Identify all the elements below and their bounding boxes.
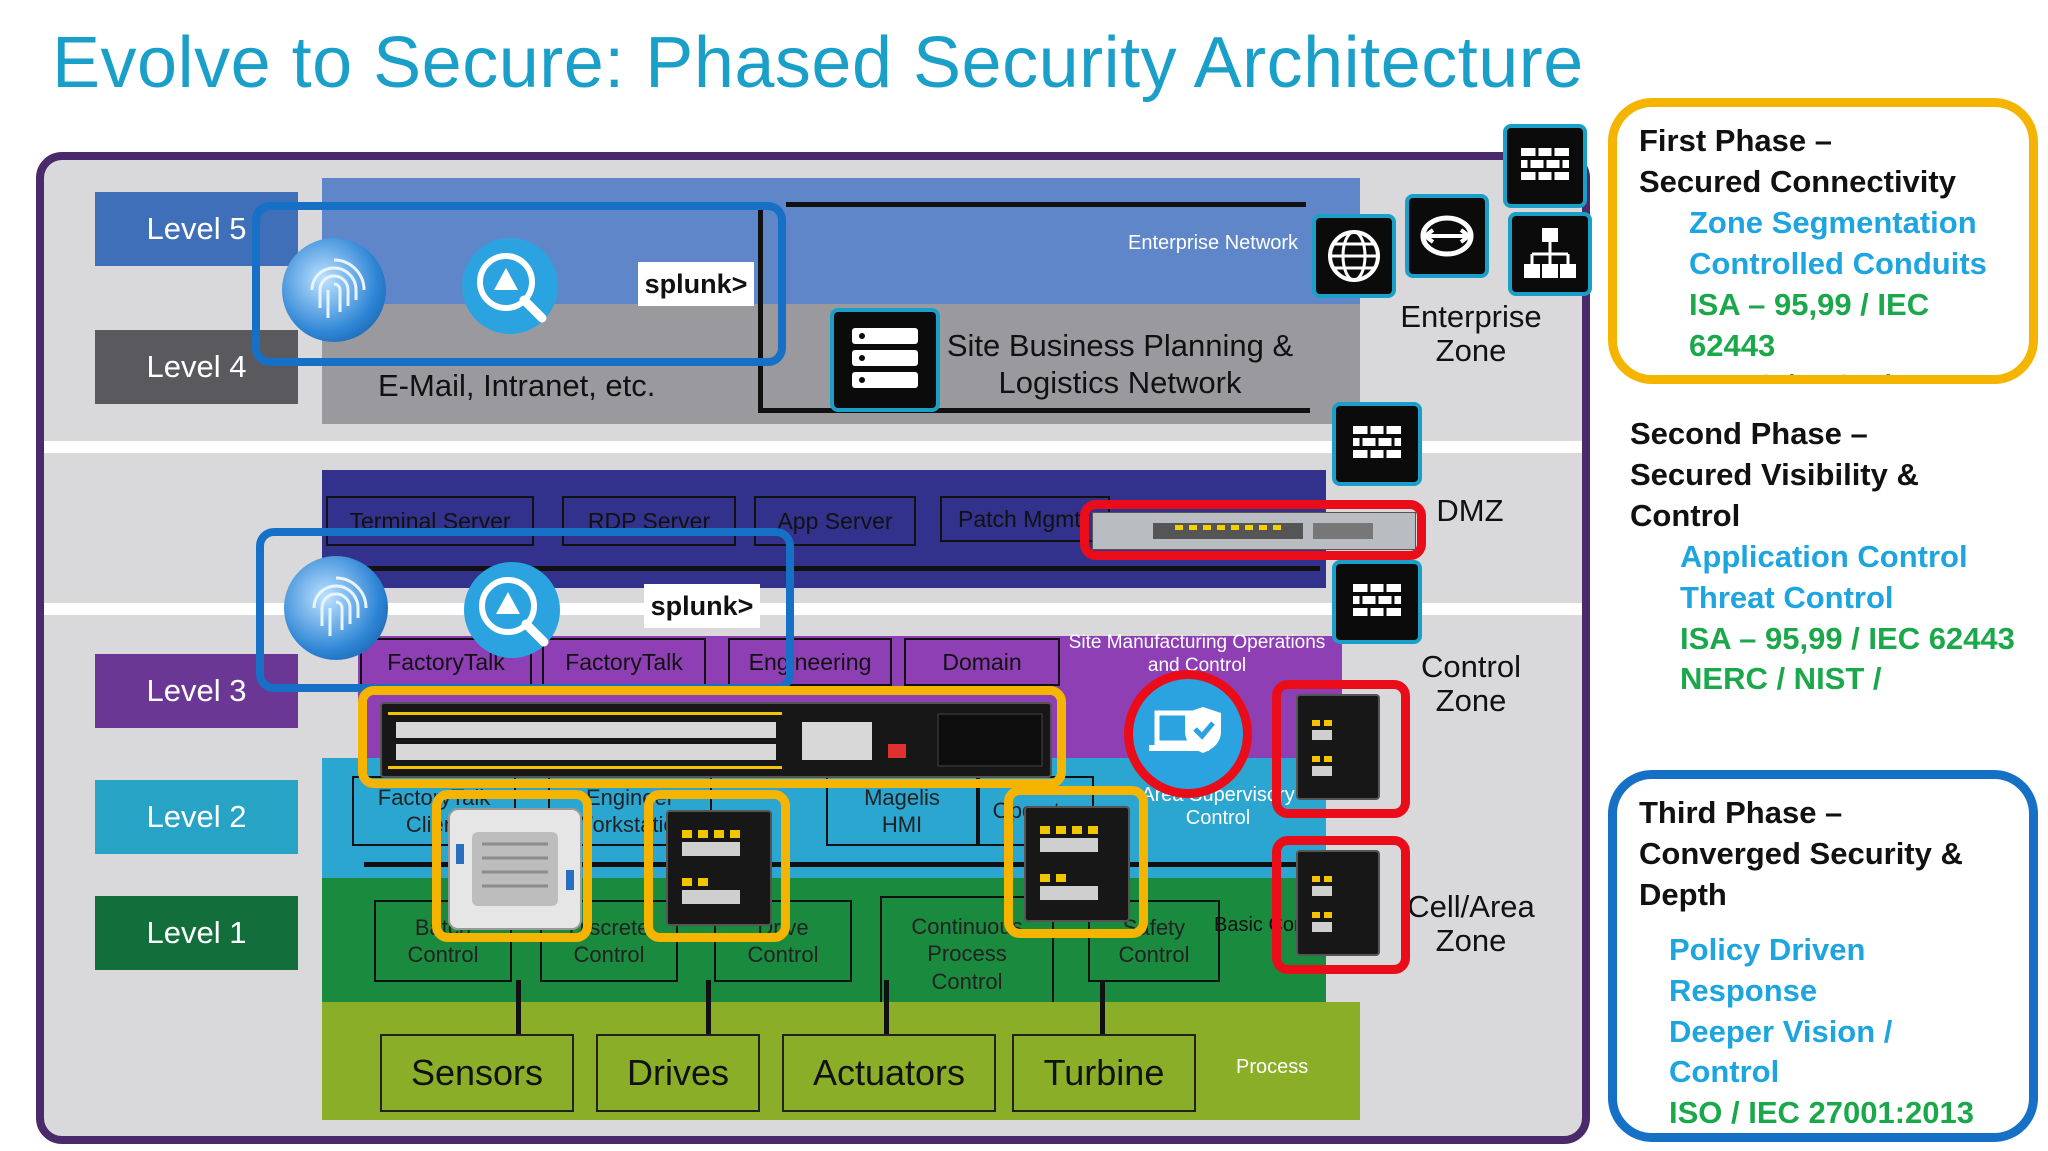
enterprise-bus-line (786, 202, 1306, 207)
device-sensors: Sensors (380, 1034, 574, 1112)
phase3-panel: Third Phase – Converged Security & Depth… (1608, 770, 2038, 1142)
firewall-icon-dmz (1332, 402, 1422, 486)
level2-bus-line (364, 862, 1314, 867)
level3-engineering: Engineering (728, 638, 892, 686)
process-band (322, 1002, 1360, 1120)
device-drives: Drives (596, 1034, 760, 1112)
phase1-panel: First Phase – Secured Connectivity Zone … (1608, 98, 2038, 384)
phase1-item-2: Controlled Conduits (1689, 245, 1987, 281)
core-switch-icon (380, 702, 1052, 778)
dmz-server-app: App Server (754, 496, 916, 546)
splunk-logo: splunk> (638, 262, 754, 306)
phase3-item-3: ISO / IEC 27001:2013 (1669, 1095, 1975, 1131)
phase1-switch-box-1 (644, 790, 790, 942)
phase1-item-1: Zone Segmentation (1689, 204, 1977, 240)
level3-label: Level 3 (95, 654, 298, 728)
firewall-appliance-icon (1092, 512, 1416, 550)
process-label: Process (1236, 1056, 1309, 1078)
phase3-heading: Third Phase – Converged Security & Depth (1639, 795, 1963, 912)
phase1-item-3: ISA – 95,99 / IEC 62443 (1689, 286, 1930, 363)
device-actuators: Actuators (782, 1034, 996, 1112)
phase3-item-1: Policy Driven Response (1669, 931, 1866, 1008)
hierarchy-switch-icon (1508, 212, 1592, 296)
phase2-item-3: ISA – 95,99 / IEC 62443 (1680, 620, 2015, 656)
dmz-zone-label: DMZ (1436, 493, 1504, 528)
device-turbine: Turbine (1012, 1034, 1196, 1112)
phase2-cell-switch-box (1272, 836, 1410, 974)
site-manufacturing-label: Site Manufacturing Operations and Contro… (1068, 632, 1326, 676)
fingerprint-icon-control (284, 556, 388, 660)
fingerprint-icon (282, 238, 386, 342)
firewall-icon-control (1332, 560, 1422, 644)
phase1-heading: First Phase – Secured Connectivity (1639, 123, 1956, 199)
wireless-access-point-icon (448, 808, 582, 930)
enterprise-vertical-line (758, 202, 763, 408)
phase2-control-switch-box (1272, 680, 1410, 818)
phase1-wireless-ap-box (432, 790, 592, 942)
process-drop-1 (516, 980, 521, 1034)
cell-switch-icon (1296, 850, 1380, 956)
level3-domain: Domain (904, 638, 1060, 686)
phase3-item-2: Deeper Vision / Control (1669, 1013, 1893, 1090)
phase3-tools-box-enterprise (252, 202, 786, 366)
level2-label: Level 2 (95, 780, 298, 854)
control-switch-icon (1296, 694, 1380, 800)
level1-label: Level 1 (95, 896, 298, 970)
site-business-label: Site Business Planning & Logistics Netwo… (946, 328, 1294, 400)
phase1-core-switch-box (358, 686, 1066, 788)
industrial-switch-icon-2 (1024, 806, 1130, 922)
router-icon (1405, 194, 1489, 278)
phase2-panel: Second Phase – Secured Visibility & Cont… (1608, 400, 2037, 714)
threat-analytics-icon-control (464, 562, 560, 658)
page-title: Evolve to Secure: Phased Security Archit… (52, 23, 1584, 103)
phase2-item-4: NERC / NIST / (1680, 661, 1882, 697)
enterprise-zone-label: Enterprise Zone (1400, 299, 1542, 369)
email-intranet-label: E-Mail, Intranet, etc. (378, 368, 656, 403)
phase2-firewall-box (1080, 500, 1426, 560)
phase2-item-1: Application Control (1680, 538, 1968, 574)
globe-icon (1312, 214, 1396, 298)
phase1-switch-box-2 (1004, 786, 1148, 938)
level4-bus-line (758, 408, 1310, 413)
process-drop-3 (884, 980, 889, 1034)
industrial-switch-icon-1 (666, 810, 772, 926)
control-zone-label: Control Zone (1421, 649, 1521, 719)
firewall-icon (1503, 124, 1587, 208)
dmz-server-patch: Patch Mgmt (940, 496, 1110, 542)
phase2-endpoint-circle (1124, 670, 1252, 798)
enterprise-network-label: Enterprise Network (1128, 232, 1299, 254)
phase2-item-2: Threat Control (1680, 579, 1894, 615)
dmz-bus-line (330, 566, 1320, 571)
phase2-heading: Second Phase – Secured Visibility & Cont… (1630, 416, 1919, 533)
level4-label: Level 4 (95, 330, 298, 404)
separator-enterprise-dmz (44, 441, 1582, 453)
cell-area-zone-label: Cell/Area Zone (1407, 889, 1535, 959)
phase1-item-4: NERC / NIST / (1689, 366, 2007, 375)
server-stack-icon (830, 308, 940, 412)
process-drop-2 (706, 980, 711, 1034)
process-drop-4 (1100, 980, 1105, 1034)
threat-analytics-icon (462, 238, 558, 334)
separator-dmz-control (44, 603, 1582, 615)
splunk-logo-control: splunk> (644, 584, 760, 628)
